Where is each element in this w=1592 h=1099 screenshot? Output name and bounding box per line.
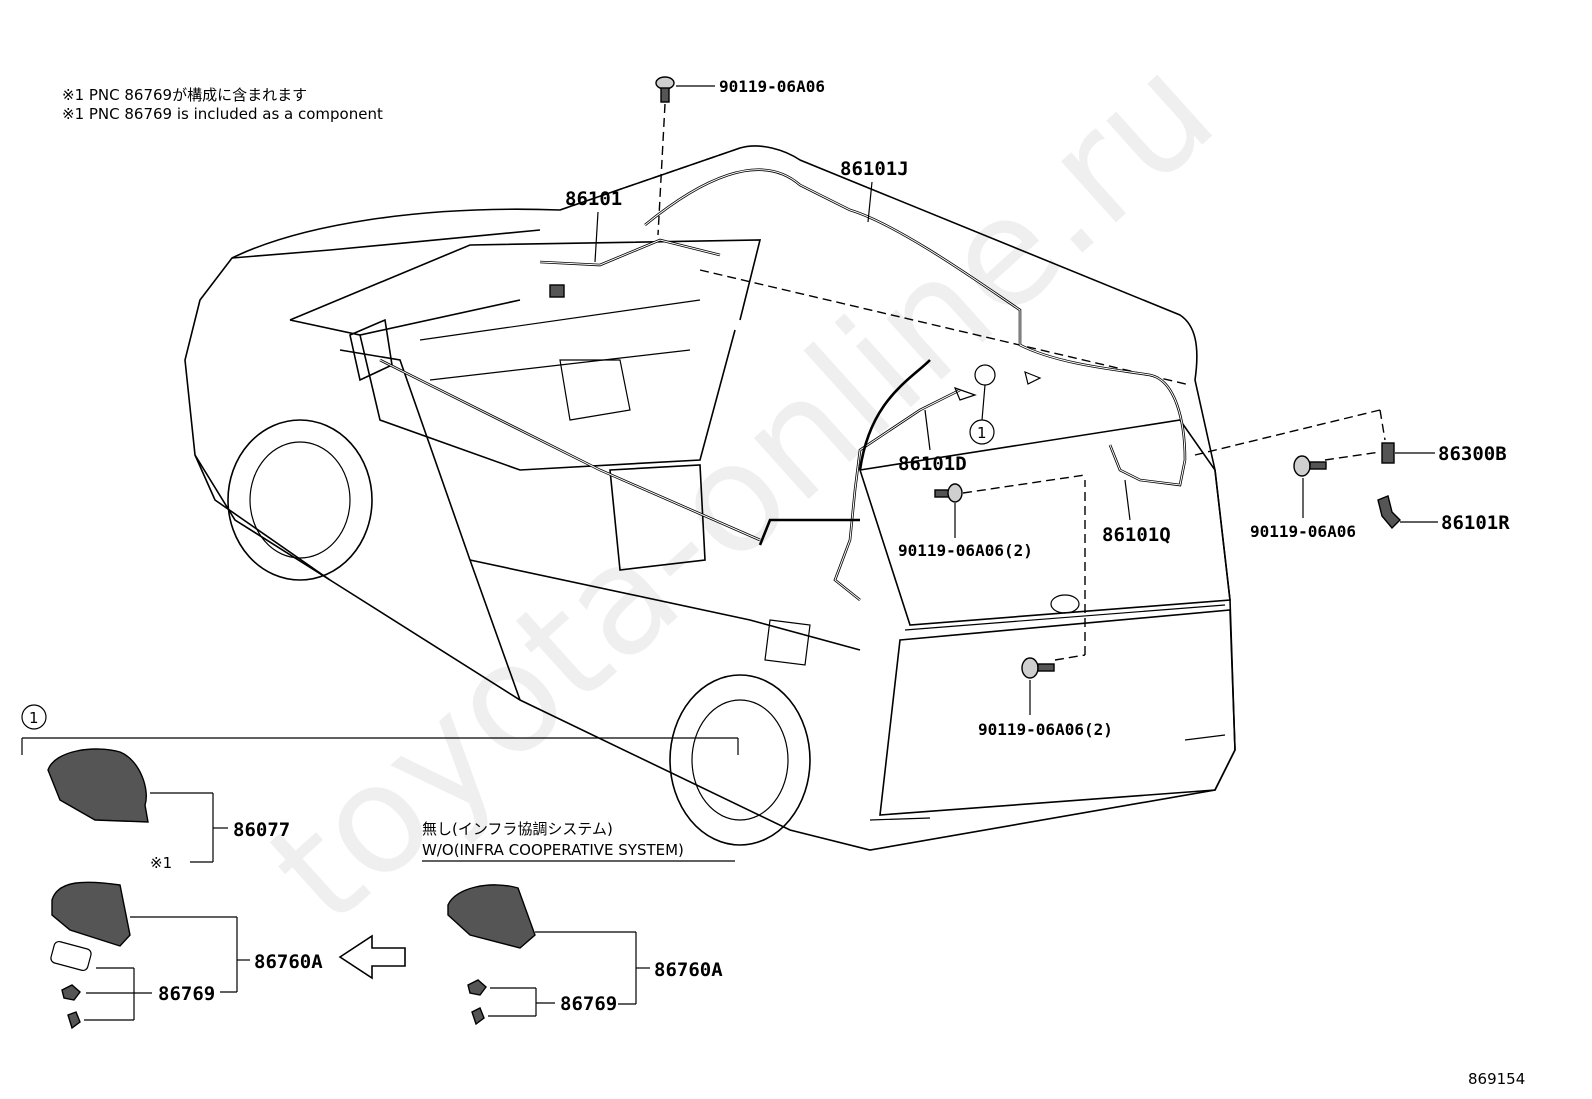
svg-text:1: 1 [977, 424, 987, 442]
label-bolt-mid[interactable]: 90119-06A06(2) [898, 541, 1033, 560]
long-harness-wire [379, 358, 761, 542]
antenna-cover-86077[interactable] [47, 748, 149, 823]
bolt-low-icon[interactable] [1021, 657, 1055, 679]
bolt-mid-icon[interactable] [934, 483, 963, 503]
label-86077[interactable]: 86077 [233, 819, 290, 841]
bolt-right-icon[interactable] [1293, 455, 1327, 477]
label-86769-left[interactable]: 86769 [158, 983, 215, 1005]
label-86760A-left[interactable]: 86760A [254, 951, 323, 973]
clip-right-icon[interactable] [467, 979, 487, 996]
label-86101[interactable]: 86101 [565, 188, 622, 210]
note-jp: ※1 PNC 86769が構成に含まれます [62, 86, 307, 104]
label-bolt-right[interactable]: 90119-06A06 [1250, 522, 1356, 541]
antenna-assy-86760A-left[interactable] [51, 881, 131, 947]
replacement-arrow-icon [338, 934, 406, 980]
harness-86101R-icon[interactable] [1377, 495, 1401, 530]
watermark: toyota-online.ru [238, 24, 1247, 957]
label-bolt-top[interactable]: 90119-06A06 [719, 77, 825, 96]
sensor-86300B-icon[interactable] [1381, 442, 1395, 464]
note-en: ※1 PNC 86769 is included as a component [62, 105, 383, 123]
harness-86101-wire[interactable] [539, 238, 721, 298]
figure-number: 869154 [1468, 1070, 1525, 1088]
vehicle-illustration [184, 145, 1236, 851]
label-bolt-low[interactable]: 90119-06A06(2) [978, 720, 1113, 739]
harness-86101Q-wire[interactable] [1108, 444, 1187, 487]
label-86101Q[interactable]: 86101Q [1102, 524, 1171, 546]
label-86101R[interactable]: 86101R [1441, 512, 1510, 534]
condition-en: W/O(INFRA COOPERATIVE SYSTEM) [422, 841, 684, 859]
screw-right-icon[interactable] [471, 1007, 485, 1026]
condition-jp: 無し(インフラ協調システム) [422, 820, 613, 838]
antenna-assy-86760A-right[interactable] [447, 884, 536, 949]
bolt-top-icon[interactable] [655, 76, 675, 103]
label-86101D[interactable]: 86101D [898, 453, 967, 475]
clip-left-icon[interactable] [61, 984, 81, 1001]
callout-marker-1-roof: 1 [969, 419, 995, 445]
note-ref-1: ※1 [150, 854, 172, 872]
label-86300B[interactable]: 86300B [1438, 443, 1507, 465]
gasket-left-icon[interactable] [50, 940, 92, 972]
harness-86101D-wire[interactable] [758, 359, 961, 602]
screw-left-icon[interactable] [67, 1011, 81, 1030]
label-86769-right[interactable]: 86769 [560, 993, 617, 1015]
svg-text:1: 1 [29, 709, 39, 727]
callout-marker-1: 1 [21, 704, 47, 730]
label-86101J[interactable]: 86101J [840, 158, 909, 180]
harness-86101J-wire[interactable] [644, 168, 1187, 461]
label-86760A-right[interactable]: 86760A [654, 959, 723, 981]
